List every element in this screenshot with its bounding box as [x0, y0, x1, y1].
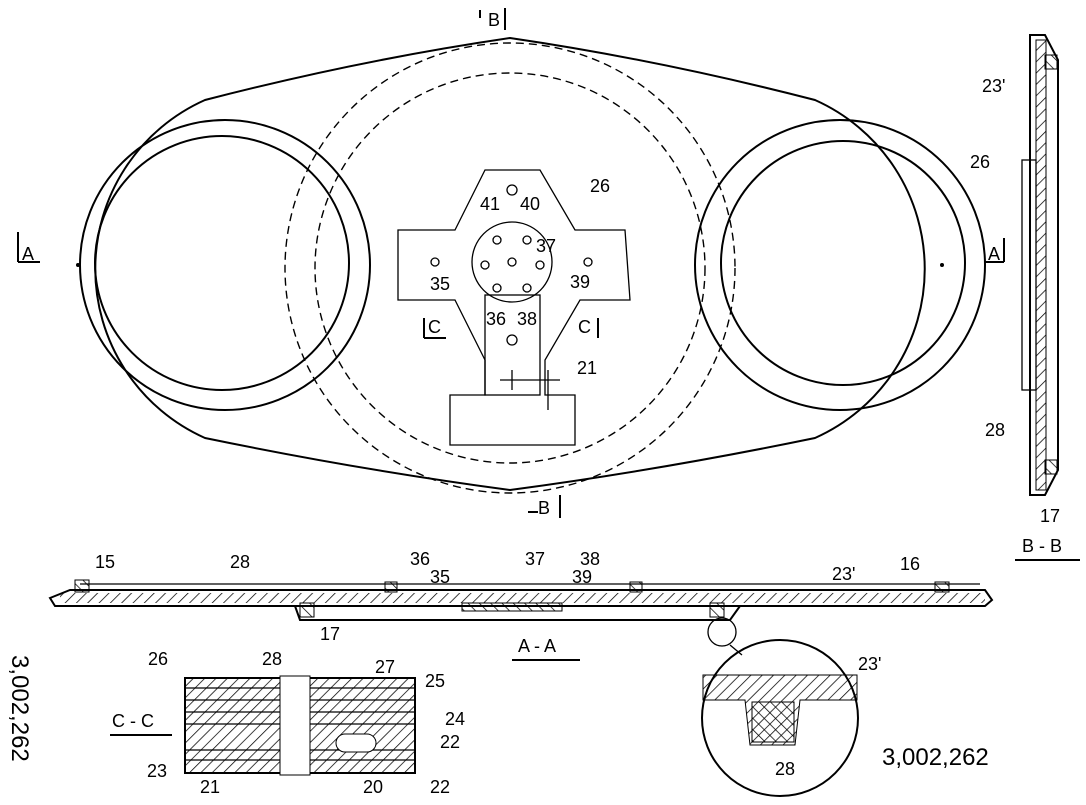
- dashed-outer-circle: [284, 42, 736, 494]
- spoke-21: [484, 294, 541, 396]
- reference-label: 41: [480, 194, 500, 214]
- bolt-holes: [430, 184, 593, 346]
- right-ring-outer: [694, 119, 986, 411]
- reference-label: 22: [430, 777, 450, 797]
- reference-label: 16: [900, 554, 920, 574]
- section-marks: B B A A C C: [17, 8, 1005, 518]
- left-pin: [76, 263, 80, 267]
- right-pin: [940, 263, 944, 267]
- reference-label: 26: [148, 649, 168, 669]
- section-mark-b-top: B: [488, 10, 500, 30]
- reference-label: 37: [525, 549, 545, 569]
- hub-circle: [471, 221, 553, 303]
- section-a-a-title: A - A: [518, 636, 556, 656]
- reference-label: 17: [320, 624, 340, 644]
- reference-label: 35: [430, 274, 450, 294]
- reference-label: 35: [430, 567, 450, 587]
- section-mark-a-left: A: [22, 244, 34, 264]
- patent-number-side: 3,002,262: [6, 655, 33, 762]
- dashed-inner-circle: [314, 72, 706, 464]
- reference-label: 38: [517, 309, 537, 329]
- reference-label: 28: [985, 420, 1005, 440]
- reference-label: 40: [520, 194, 540, 214]
- reference-label: 24: [445, 709, 465, 729]
- reference-label: 26: [970, 152, 990, 172]
- detail-view: 23' 28: [701, 617, 881, 797]
- reference-label: 36: [410, 549, 430, 569]
- reference-label: 23': [858, 654, 881, 674]
- reference-label: 36: [486, 309, 506, 329]
- reference-label: 23': [832, 564, 855, 584]
- section-c-c: 26 28 27 25 24 23 21 20 22 22 C - C: [110, 649, 465, 797]
- reference-label: 38: [580, 549, 600, 569]
- section-c-c-title: C - C: [112, 711, 154, 731]
- plan-view: B B A A C C 41 40 26 37 35 39 36 38 21: [17, 8, 1005, 518]
- hub-plate: [397, 169, 631, 446]
- section-a-a: 15 28 36 37 38 35 39 23' 16 17 A - A: [48, 549, 994, 661]
- section-b-b-title: B - B: [1022, 536, 1062, 556]
- reference-label: 28: [775, 759, 795, 779]
- section-mark-c-right: C: [578, 317, 591, 337]
- reference-label: 27: [375, 657, 395, 677]
- reference-label: 25: [425, 671, 445, 691]
- section-mark-c-left: C: [428, 317, 441, 337]
- right-ring-inner: [720, 140, 966, 386]
- reference-label: 20: [363, 777, 383, 797]
- section-mark-b-bottom: B: [538, 498, 550, 518]
- reference-label: 26: [590, 176, 610, 196]
- reference-label: 28: [230, 552, 250, 572]
- reference-label: 15: [95, 552, 115, 572]
- reference-label: 23: [147, 761, 167, 781]
- section-mark-a-right: A: [988, 244, 1000, 264]
- reference-label: 23': [982, 76, 1005, 96]
- reference-label: 37: [536, 236, 556, 256]
- reference-label: 17: [1040, 506, 1060, 526]
- reference-label: 21: [577, 358, 597, 378]
- patent-number: 3,002,262: [882, 744, 989, 771]
- body-outline: [94, 36, 926, 492]
- section-b-b: 23' 26 28 17 B - B: [970, 34, 1080, 561]
- left-ring-inner: [94, 135, 350, 391]
- reference-label: 21: [200, 777, 220, 797]
- reference-label: 22: [440, 732, 460, 752]
- reference-label: 28: [262, 649, 282, 669]
- reference-label: 39: [572, 567, 592, 587]
- plan-labels: 41 40 26 37 35 39 36 38 21: [430, 176, 610, 378]
- reference-label: 39: [570, 272, 590, 292]
